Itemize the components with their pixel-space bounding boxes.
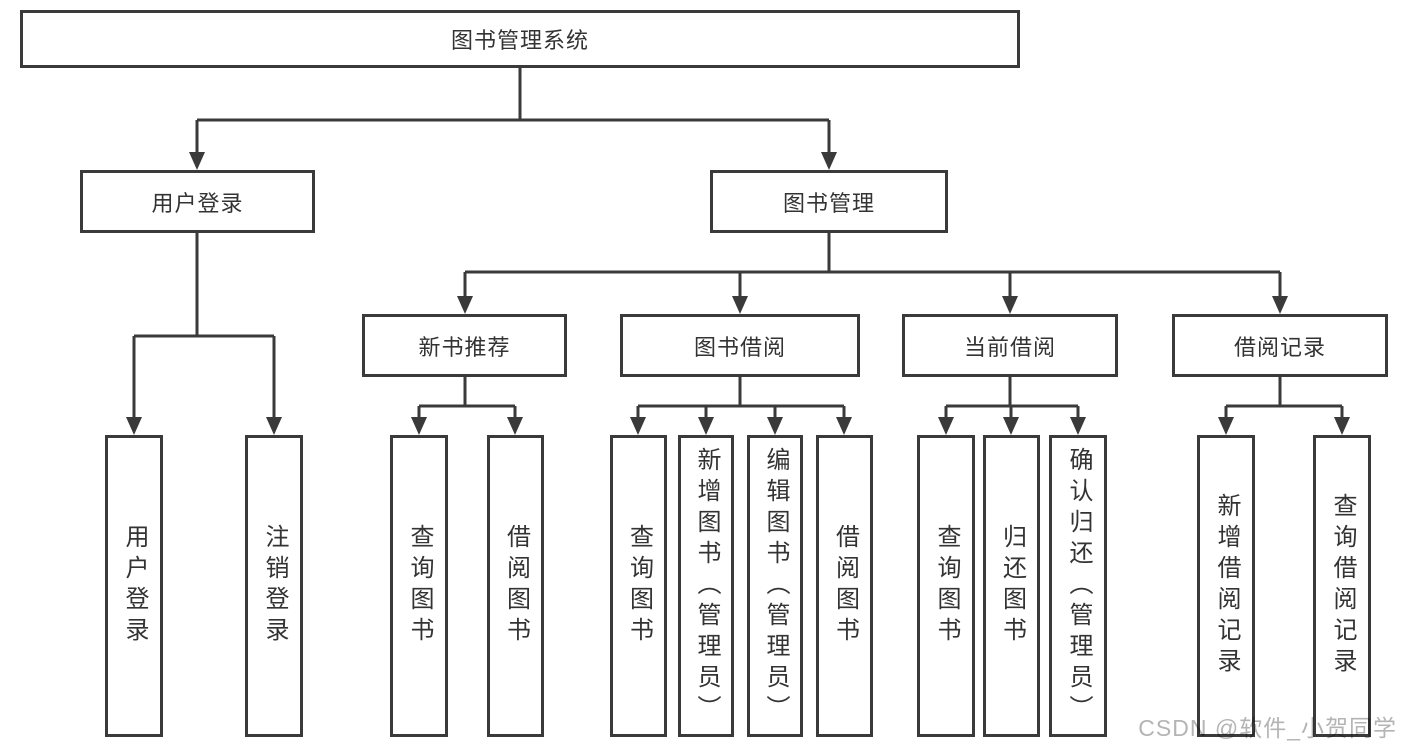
leaf-label: 借阅图书 (831, 524, 859, 648)
arrowhead-icon (411, 417, 427, 435)
node-label: 借阅记录 (1233, 334, 1326, 360)
arrowhead-icon (1272, 296, 1288, 314)
leaf-label: 查询借阅记录 (1329, 493, 1356, 679)
node-current-borrowing: 当前借阅 (902, 314, 1118, 377)
leaf-label: 确认归还（管理员） (1065, 446, 1092, 726)
arrowhead-icon (1070, 417, 1086, 435)
leaf-bb-query-books: 查询图书 (610, 435, 667, 737)
leaf-br-query-record: 查询借阅记录 (1313, 435, 1371, 737)
arrowhead-icon (698, 417, 714, 435)
leaf-br-add-record: 新增借阅记录 (1197, 435, 1255, 737)
leaf-bb-edit-books-admin: 编辑图书（管理员） (747, 435, 803, 737)
leaf-cb-query-books: 查询图书 (917, 435, 975, 737)
leaf-user-login: 用户登录 (105, 435, 163, 737)
node-label: 新书推荐 (418, 334, 511, 360)
leaf-label: 查询图书 (406, 524, 433, 648)
arrowhead-icon (1002, 296, 1018, 314)
node-borrowing-records: 借阅记录 (1172, 314, 1388, 377)
arrowhead-icon (821, 152, 837, 170)
leaf-label: 查询图书 (933, 524, 960, 648)
leaf-cb-confirm-return-admin: 确认归还（管理员） (1049, 435, 1107, 737)
arrowhead-icon (938, 417, 954, 435)
leaf-label: 新增借阅记录 (1213, 493, 1240, 679)
leaf-nbr-borrow-books: 借阅图书 (487, 435, 544, 737)
node-library-system: 图书管理系统 (20, 10, 1020, 68)
node-label: 图书管理系统 (450, 28, 589, 53)
arrowhead-icon (836, 417, 852, 435)
node-book-management: 图书管理 (710, 170, 948, 233)
node-label: 用户登录 (151, 190, 244, 216)
leaf-nbr-query-books: 查询图书 (390, 435, 448, 737)
arrowhead-icon (732, 296, 748, 314)
node-label: 图书借阅 (693, 334, 786, 360)
arrowhead-icon (189, 152, 205, 170)
arrowhead-icon (126, 417, 142, 435)
node-label: 当前借阅 (963, 334, 1056, 360)
node-user-login: 用户登录 (80, 170, 315, 233)
leaf-label: 用户登录 (121, 524, 148, 648)
leaf-cb-return-books: 归还图书 (983, 435, 1040, 737)
leaf-logout: 注销登录 (245, 435, 303, 737)
leaf-label: 查询图书 (625, 524, 653, 648)
arrowhead-icon (457, 296, 473, 314)
node-label: 图书管理 (782, 190, 875, 216)
leaf-bb-add-books-admin: 新增图书（管理员） (678, 435, 734, 737)
arrowhead-icon (1003, 417, 1019, 435)
arrowhead-icon (266, 417, 282, 435)
arrowhead-icon (1218, 417, 1234, 435)
arrowhead-icon (507, 417, 523, 435)
leaf-label: 借阅图书 (502, 524, 530, 648)
leaf-label: 归还图书 (998, 524, 1026, 648)
leaf-bb-borrow-books: 借阅图书 (816, 435, 873, 737)
leaf-label: 新增图书（管理员） (693, 446, 720, 726)
node-new-book-recommendation: 新书推荐 (362, 314, 567, 377)
arrowhead-icon (1334, 417, 1350, 435)
arrowhead-icon (630, 417, 646, 435)
leaf-label: 注销登录 (261, 524, 288, 648)
node-book-borrowing: 图书借阅 (620, 314, 860, 377)
arrowhead-icon (767, 417, 783, 435)
leaf-label: 编辑图书（管理员） (762, 446, 789, 726)
csdn-watermark: CSDN @软件_小贺同学 (1138, 715, 1397, 741)
